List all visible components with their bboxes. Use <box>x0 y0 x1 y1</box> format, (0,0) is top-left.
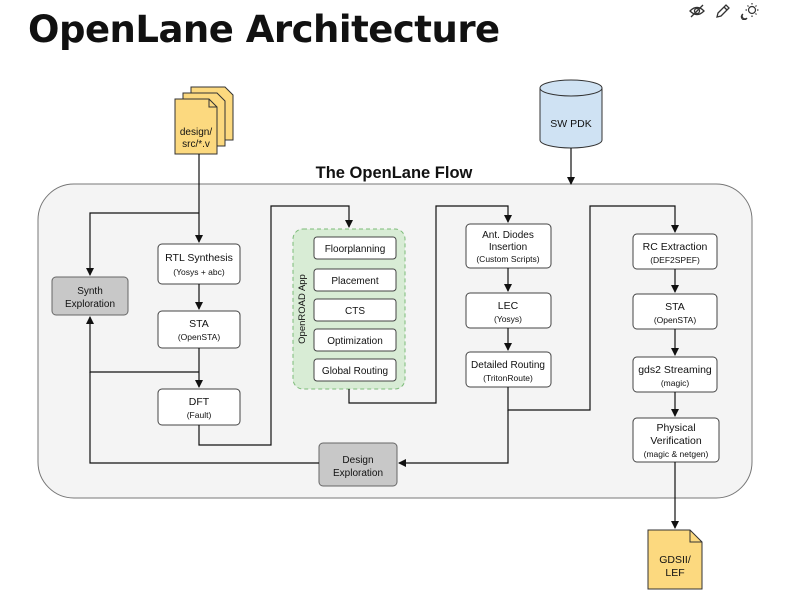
page-title: OpenLane Architecture <box>28 8 500 51</box>
floorplanning-box <box>313 236 397 260</box>
global-routing-box <box>313 358 397 382</box>
pdk-label: SW PDK <box>550 118 591 130</box>
antenna-diodes-label2: Insertion <box>489 242 527 253</box>
rc-extraction-label: RC Extraction <box>643 241 708 253</box>
design-input-line1: design/ <box>180 127 212 138</box>
output-line1: GDSII/ <box>659 554 691 566</box>
dft-label: DFT <box>189 396 210 408</box>
toolbar <box>688 2 759 21</box>
design-input-icon <box>174 86 234 155</box>
lec-label: LEC <box>498 300 519 312</box>
gds2-streaming-sub: (magic) <box>661 378 690 388</box>
sta-2-sub: (OpenSTA) <box>654 315 697 325</box>
optimization-box <box>313 328 397 352</box>
pdk-cylinder <box>539 79 603 149</box>
floorplanning-label: Floorplanning <box>325 244 386 255</box>
detailed-routing-sub: (TritonRoute) <box>483 373 533 383</box>
sta-2-label: STA <box>665 301 685 313</box>
lec-sub: (Yosys) <box>494 314 522 324</box>
cts-label: CTS <box>345 306 365 317</box>
optimization-label: Optimization <box>327 336 383 347</box>
placement-box <box>313 268 397 292</box>
antenna-diodes-sub: (Custom Scripts) <box>476 254 539 264</box>
theme-toggle-icon[interactable] <box>740 2 759 21</box>
openroad-app-label: OpenROAD App <box>297 274 308 344</box>
flow-title: The OpenLane Flow <box>316 164 473 182</box>
global-routing-label: Global Routing <box>322 366 388 377</box>
physical-verification-label2: Verification <box>650 435 702 447</box>
detailed-routing-label: Detailed Routing <box>471 360 545 371</box>
antenna-diodes-label1: Ant. Diodes <box>482 230 534 241</box>
synth-exploration-box <box>51 276 129 316</box>
design-input-line2: src/*.v <box>182 139 210 150</box>
physical-verification-label1: Physical <box>656 422 695 434</box>
placement-label: Placement <box>331 276 378 287</box>
dft-sub: (Fault) <box>187 410 212 420</box>
design-exploration-box <box>318 442 398 487</box>
design-exploration-line1: Design <box>342 455 373 466</box>
visibility-icon[interactable] <box>688 2 706 20</box>
design-exploration-line2: Exploration <box>333 468 383 479</box>
sta-1-label: STA <box>189 318 209 330</box>
output-line2: LEF <box>665 567 684 579</box>
rtl-synthesis-sub: (Yosys + abc) <box>173 267 225 277</box>
physical-verification-box <box>632 417 720 463</box>
synth-exploration-line1: Synth <box>77 286 103 297</box>
cts-box <box>313 298 397 322</box>
output-doc-icon <box>647 529 703 590</box>
rtl-synthesis-label: RTL Synthesis <box>165 252 233 264</box>
physical-verification-sub: (magic & netgen) <box>644 449 709 459</box>
rc-extraction-sub: (DEF2SPEF) <box>650 255 700 265</box>
sta-1-sub: (OpenSTA) <box>178 332 221 342</box>
flow-connectors <box>86 148 679 529</box>
gds2-streaming-label: gds2 Streaming <box>638 364 712 376</box>
pencil-icon[interactable] <box>714 2 732 20</box>
synth-exploration-line2: Exploration <box>65 299 115 310</box>
rtl-synthesis-box <box>157 243 241 285</box>
